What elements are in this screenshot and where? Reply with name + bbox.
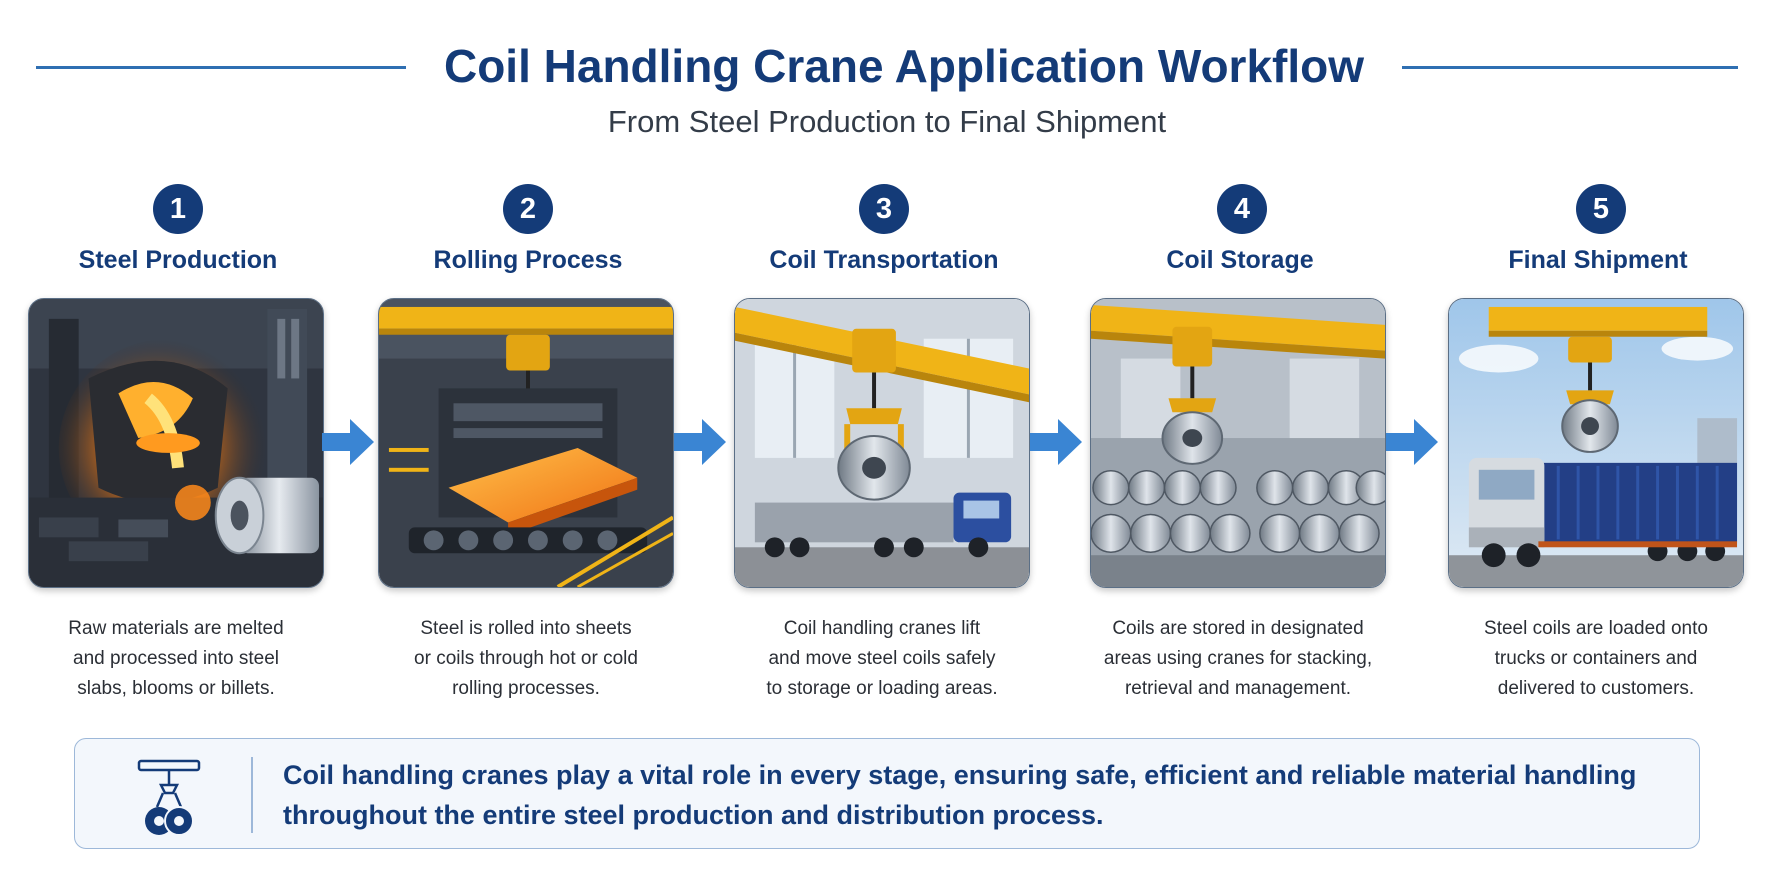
step-image-coil-transportation: [734, 298, 1030, 588]
callout-line: Coil handling cranes play a vital role i…: [283, 760, 1637, 790]
page-title: Coil Handling Crane Application Workflow: [443, 40, 1365, 92]
step-title: Coil Storage: [1166, 246, 1314, 274]
description-line: Coils are stored in designated: [1112, 618, 1364, 639]
description-line: and processed into steel: [73, 648, 279, 669]
step-title: Rolling Process: [433, 246, 623, 274]
step-image-steel-production: [28, 298, 324, 588]
description-line: delivered to customers.: [1497, 678, 1695, 699]
step-title: Steel Production: [78, 246, 278, 274]
step-number-badge: 3: [859, 184, 909, 234]
step-description: Coil handling cranes lift and move steel…: [724, 614, 1040, 704]
callout-line: throughout the entire steel production a…: [283, 800, 1104, 830]
description-line: Steel coils are loaded onto: [1484, 618, 1708, 639]
flow-arrow-icon: [674, 419, 726, 465]
description-line: slabs, blooms or billets.: [77, 678, 275, 699]
step-image-rolling-process: [378, 298, 674, 588]
step-number-badge: 1: [153, 184, 203, 234]
description-line: retrieval and management.: [1124, 678, 1351, 699]
callout-text: Coil handling cranes play a vital role i…: [283, 755, 1663, 835]
step-image-final-shipment: [1448, 298, 1744, 588]
step-title: Final Shipment: [1508, 246, 1688, 274]
flow-arrow-icon: [1386, 419, 1438, 465]
summary-callout: Coil handling cranes play a vital role i…: [74, 738, 1700, 849]
title-rule-right: [1402, 66, 1738, 69]
step-image-coil-storage: [1090, 298, 1386, 588]
description-line: or coils through hot or cold: [414, 648, 638, 669]
step-description: Steel coils are loaded onto trucks or co…: [1438, 614, 1754, 704]
step-description: Steel is rolled into sheets or coils thr…: [368, 614, 684, 704]
page-subtitle: From Steel Production to Final Shipment: [607, 104, 1167, 139]
description-line: rolling processes.: [452, 678, 600, 699]
step-number-badge: 4: [1217, 184, 1267, 234]
step-description: Raw materials are melted and processed i…: [18, 614, 334, 704]
step-number-badge: 2: [503, 184, 553, 234]
description-line: Steel is rolled into sheets: [420, 618, 632, 639]
description-line: areas using cranes for stacking,: [1103, 648, 1373, 669]
crane-hook-coil-icon: [137, 759, 201, 836]
step-description: Coils are stored in designated areas usi…: [1080, 614, 1396, 704]
description-line: to storage or loading areas.: [766, 678, 998, 699]
step-number-badge: 5: [1576, 184, 1626, 234]
description-line: trucks or containers and: [1494, 648, 1698, 669]
description-line: and move steel coils safely: [768, 648, 996, 669]
description-line: Coil handling cranes lift: [783, 618, 981, 639]
step-title: Coil Transportation: [769, 246, 999, 274]
description-line: Raw materials are melted: [68, 618, 284, 639]
flow-arrow-icon: [322, 419, 374, 465]
callout-divider: [251, 757, 253, 833]
title-row: Coil Handling Crane Application Workflow: [0, 36, 1774, 96]
flow-arrow-icon: [1030, 419, 1082, 465]
title-rule-left: [36, 66, 406, 69]
